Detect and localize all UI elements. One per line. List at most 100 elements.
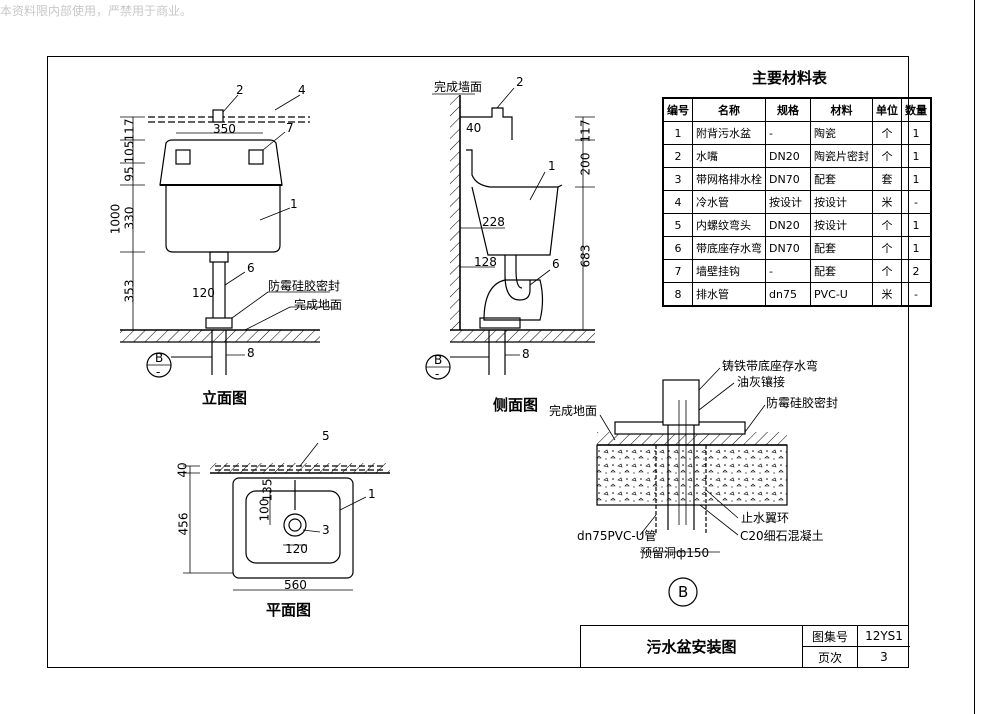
table-cell: 配套 [810,167,873,191]
table-cell: 陶瓷片密封 [810,144,873,168]
side-dim-228: 228 [482,215,505,229]
table-cell: 个 [872,236,902,260]
side-dim-117: 117 [578,119,593,143]
table-cell: 1 [901,236,932,260]
table-cell: DN70 [765,236,811,260]
note-reserved-hole: 预留洞ф150 [640,546,710,560]
table-cell: - [901,190,932,214]
table-cell: 附背污水盆 [692,121,766,145]
table-cell: 墙壁挂钩 [692,259,766,283]
table-cell: 陶瓷 [810,121,873,145]
table-cell: DN20 [765,144,811,168]
side-view [425,87,595,380]
note-water-stop-ring: 止水翼环 [741,511,790,525]
table-cell: - [765,121,811,145]
table-cell: 带网格排水栓 [692,167,766,191]
table-cell: 2 [662,144,693,168]
callout-1: 1 [290,197,298,211]
table-cell: dn75 [765,282,811,307]
header-spec: 规格 [765,97,811,122]
note-detail-sealant: 防霉硅胶密封 [766,396,839,410]
plan-dim-40: 40 [175,462,190,478]
table-cell: 个 [872,213,902,237]
elevation-view [120,94,335,378]
callout-4: 4 [298,83,306,97]
plan-dim-135: 135 [260,478,275,502]
table-cell: 5 [662,213,693,237]
material-table-title: 主要材料表 [752,69,828,87]
plan-callout-3: 3 [322,523,330,537]
table-cell: 1 [901,213,932,237]
atlas-label: 图集号 [803,626,858,647]
table-cell: 1 [662,121,693,145]
callout-2: 2 [236,83,244,97]
page-number: 3 [880,650,888,664]
table-cell: 米 [872,190,902,214]
table-cell: 1 [901,144,932,168]
plan-dim-560: 560 [284,578,307,592]
table-cell: 1 [901,167,932,191]
table-cell: 3 [662,167,693,191]
table-cell: 4 [662,190,693,214]
note-finish-wall: 完成墙面 [434,80,483,94]
dim-105: 105 [122,140,137,164]
plan-dim-456: 456 [176,512,191,536]
table-cell: 水嘴 [692,144,766,168]
header-material: 材料 [810,97,873,122]
watermark: 本资料限内部使用，严禁用于商业。 [0,4,193,18]
note-c20-concrete: C20细石混凝土 [740,529,824,543]
table-cell: - [901,282,932,307]
table-cell: DN20 [765,213,811,237]
table-cell: DN70 [765,167,811,191]
table-cell: PVC-U [810,282,873,307]
table-cell: 配套 [810,259,873,283]
header-qty: 数量 [901,97,932,122]
callout-7: 7 [286,121,294,135]
section-sub: - [156,365,161,379]
dim-95: 95 [122,166,137,182]
side-title: 侧面图 [493,396,539,414]
section-mark-b: B [155,351,164,365]
plan-callout-1: 1 [368,487,376,501]
side-dim-683: 683 [578,244,593,268]
table-cell: 个 [872,121,902,145]
table-cell: 6 [662,236,693,260]
table-cell: 米 [872,282,902,307]
side-callout-1: 1 [548,159,556,173]
page-edge-line [974,0,975,714]
detail-ref-b: B [678,583,689,601]
side-section-sub: - [435,367,440,381]
dim-1000: 1000 [108,203,123,235]
table-cell: 2 [901,259,932,283]
table-cell: 配套 [810,236,873,260]
side-callout-2: 2 [516,75,524,89]
table-cell: 带底座存水弯 [692,236,766,260]
plan-title: 平面图 [266,601,312,619]
note-cast-iron-trap: 铸铁带底座存水弯 [722,359,819,373]
side-callout-6: 6 [552,257,560,271]
side-dim-128: 128 [474,255,497,269]
dim-330: 330 [122,206,137,230]
note-sealant: 防霉硅胶密封 [268,279,341,293]
callout-8: 8 [247,346,255,360]
table-cell: 冷水管 [692,190,766,214]
note-detail-finish-floor: 完成地面 [549,404,598,418]
note-putty-joint: 油灰镶接 [737,375,786,389]
drawing-name: 污水盆安装图 [581,626,803,667]
table-cell: 按设计 [765,190,811,214]
title-block: 污水盆安装图 图集号 12YS1 页次 3 [580,625,910,668]
dim-353: 353 [122,279,137,303]
atlas-number: 12YS1 [858,626,910,647]
plan-view [183,442,390,591]
note-finish-floor: 完成地面 [294,298,343,312]
table-cell: - [765,259,811,283]
callout-6: 6 [247,261,255,275]
